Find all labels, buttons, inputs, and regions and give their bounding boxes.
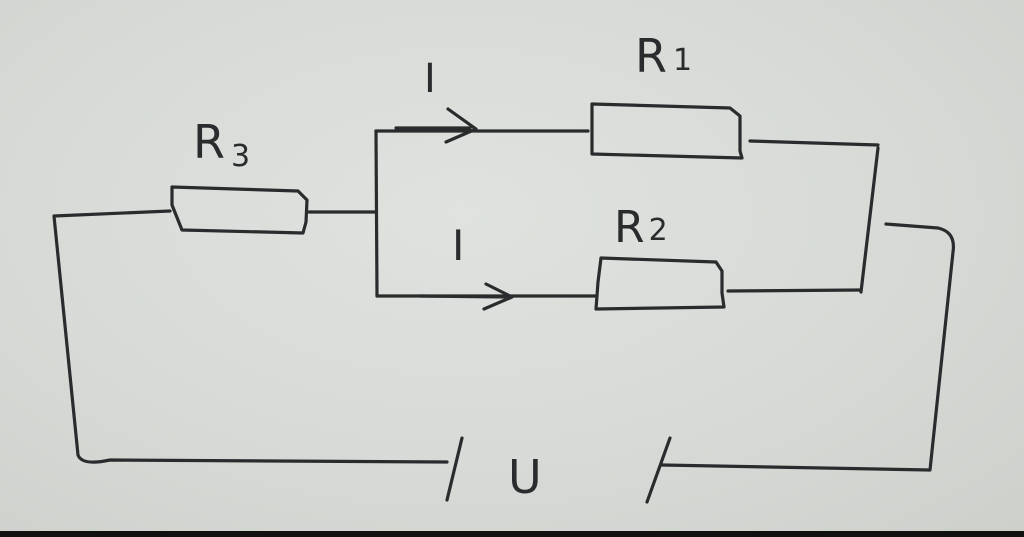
wire-right-loop <box>660 222 956 472</box>
source-plates <box>445 436 672 504</box>
current-arrow-lower <box>418 282 514 311</box>
resistor-r3 <box>170 185 309 235</box>
wire-left-junction <box>374 129 379 298</box>
source-label: U <box>508 450 542 504</box>
wires <box>52 129 956 472</box>
wire-r1-right <box>748 139 880 147</box>
wire-left-loop <box>52 209 449 464</box>
resistor-r2 <box>594 256 726 311</box>
resistor-r1 <box>590 102 744 160</box>
current-label-upper: I <box>424 56 436 102</box>
wire-r2-right <box>726 288 863 293</box>
source-plate-right <box>645 436 672 504</box>
source-plate-left <box>445 436 464 502</box>
current-label-lower: I <box>452 221 464 270</box>
bottom-border <box>0 531 1024 537</box>
current-arrow-upper <box>394 107 478 144</box>
wire-right-junction <box>859 146 880 294</box>
